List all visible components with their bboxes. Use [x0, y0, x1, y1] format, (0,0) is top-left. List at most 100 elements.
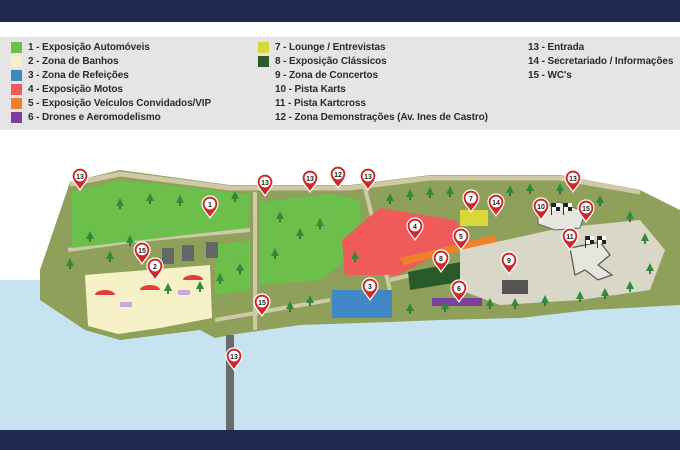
- marker-label: 2: [153, 264, 157, 271]
- legend-label-8: 8 - Exposição Clássicos: [275, 55, 387, 67]
- marker-11-kartcross[interactable]: 11: [561, 227, 579, 251]
- zone-10-pista-karts: [537, 201, 586, 231]
- map-legend: 1 - Exposição Automóveis 2 - Zona de Ban…: [0, 37, 680, 130]
- legend-label-1: 1 - Exposição Automóveis: [28, 41, 150, 53]
- marker-13-entrada[interactable]: 13: [256, 173, 274, 197]
- zone-4-motos: [342, 208, 470, 275]
- legend-item-2: 2 - Zona de Banhos: [11, 54, 119, 68]
- zone-2-banhos: [85, 265, 212, 334]
- marker-label: 9: [507, 258, 511, 265]
- marker-13-entrada[interactable]: 13: [359, 167, 377, 191]
- bottom-bar: [0, 430, 680, 450]
- marker-4-motos[interactable]: 4: [406, 217, 424, 241]
- marker-13-entrada[interactable]: 13: [71, 167, 89, 191]
- legend-item-7: 7 - Lounge / Entrevistas: [258, 40, 386, 54]
- legend-item-14: 14 - Secretariado / Informações: [528, 54, 673, 68]
- marker-label: 8: [439, 256, 443, 263]
- beach-umbrellas: [95, 275, 203, 307]
- legend-item-5: 5 - Exposição Veículos Convidados/VIP: [11, 96, 211, 110]
- marker-15-wc[interactable]: 15: [253, 293, 271, 317]
- stage: [502, 280, 528, 294]
- legend-label-12: 12 - Zona Demonstrações (Av. Ines de Cas…: [275, 111, 488, 123]
- legend-label-7: 7 - Lounge / Entrevistas: [275, 41, 386, 53]
- marker-9-concertos[interactable]: 9: [500, 251, 518, 275]
- legend-label-3: 3 - Zona de Refeições: [28, 69, 129, 81]
- legend-swatch-3: [11, 69, 22, 81]
- legend-item-11: 11 - Pista Kartcross: [275, 96, 366, 110]
- legend-label-14: 14 - Secretariado / Informações: [528, 55, 674, 67]
- marker-1-automoveis[interactable]: 1: [201, 195, 219, 219]
- zone-6-drones: [432, 298, 482, 306]
- legend-label-11: 11 - Pista Kartcross: [275, 97, 366, 109]
- legend-item-13: 13 - Entrada: [528, 40, 584, 54]
- marker-3-refeicoes[interactable]: 3: [361, 277, 379, 301]
- legend-item-10: 10 - Pista Karts: [275, 82, 346, 96]
- building: [182, 245, 194, 261]
- marker-13-entrada[interactable]: 13: [225, 347, 243, 371]
- legend-label-2: 2 - Zona de Banhos: [28, 55, 119, 67]
- marker-7-lounge[interactable]: 7: [462, 189, 480, 213]
- legend-item-4: 4 - Exposição Motos: [11, 82, 123, 96]
- marker-label: 13: [364, 174, 372, 181]
- marker-6-drones[interactable]: 6: [450, 279, 468, 303]
- marker-label: 14: [492, 200, 500, 207]
- marker-label: 6: [457, 286, 461, 293]
- legend-item-3: 3 - Zona de Refeições: [11, 68, 129, 82]
- top-bar: [0, 0, 680, 22]
- legend-label-4: 4 - Exposição Motos: [28, 83, 123, 95]
- marker-14-secretariado[interactable]: 14: [487, 193, 505, 217]
- road-top: [69, 171, 641, 195]
- marker-15-wc[interactable]: 15: [577, 199, 595, 223]
- legend-item-8: 8 - Exposição Clássicos: [258, 54, 387, 68]
- marker-label: 7: [469, 196, 473, 203]
- map-markers: 13 13 13 12 13 13 1 15 2 3 4 5 6 7 8 9 1…: [71, 165, 595, 371]
- marker-10-karts[interactable]: 10: [532, 197, 550, 221]
- marker-label: 5: [459, 234, 463, 241]
- legend-swatch-2: [11, 55, 22, 67]
- legend-label-10: 10 - Pista Karts: [275, 83, 346, 95]
- legend-swatch-7: [258, 41, 269, 53]
- legend-item-15: 15 - WC's: [528, 68, 572, 82]
- marker-label: 1: [208, 202, 212, 209]
- legend-label-6: 6 - Drones e Aeromodelismo: [28, 111, 161, 123]
- legend-label-15: 15 - WC's: [528, 69, 572, 81]
- marker-2-banhos[interactable]: 2: [146, 257, 164, 281]
- legend-swatch-4: [11, 83, 22, 95]
- park-map: 13 13 13 12 13 13 1 15 2 3 4 5 6 7 8 9 1…: [0, 130, 680, 430]
- marker-label: 13: [261, 180, 269, 187]
- legend-swatch-5: [11, 97, 22, 109]
- marker-label: 13: [306, 176, 314, 183]
- marker-label: 13: [76, 174, 84, 181]
- marker-13-entrada[interactable]: 13: [564, 169, 582, 193]
- marker-label: 15: [138, 248, 146, 255]
- zone-7-lounge: [460, 210, 488, 226]
- legend-item-9: 9 - Zona de Concertos: [275, 68, 378, 82]
- marker-label: 3: [368, 284, 372, 291]
- marker-label: 4: [413, 224, 417, 231]
- legend-label-5: 5 - Exposição Veículos Convidados/VIP: [28, 97, 212, 109]
- zone-5-vip: [400, 235, 498, 265]
- legend-swatch-6: [11, 111, 22, 123]
- zone-11-kartcross: [569, 241, 614, 281]
- legend-item-6: 6 - Drones e Aeromodelismo: [11, 110, 161, 124]
- building: [206, 242, 218, 258]
- marker-12-demonstracoes[interactable]: 12: [329, 165, 347, 189]
- marker-label: 13: [230, 354, 238, 361]
- zone-3-refeicoes: [332, 290, 392, 318]
- marker-label: 12: [334, 172, 342, 179]
- marker-13-entrada[interactable]: 13: [301, 169, 319, 193]
- marker-label: 15: [582, 206, 590, 213]
- zone-1-automoveis-b: [260, 194, 362, 285]
- marker-label: 10: [537, 204, 545, 211]
- marker-label: 13: [569, 176, 577, 183]
- legend-item-1: 1 - Exposição Automóveis: [11, 40, 150, 54]
- marker-label: 15: [258, 300, 266, 307]
- legend-label-13: 13 - Entrada: [528, 41, 585, 53]
- zone-1-automoveis-c: [215, 240, 250, 295]
- building: [162, 248, 174, 264]
- marker-8-classicos[interactable]: 8: [432, 249, 450, 273]
- marker-5-vip[interactable]: 5: [452, 227, 470, 251]
- bridge: [226, 335, 234, 430]
- marker-15-wc[interactable]: 15: [133, 241, 151, 265]
- legend-label-9: 9 - Zona de Concertos: [275, 69, 378, 81]
